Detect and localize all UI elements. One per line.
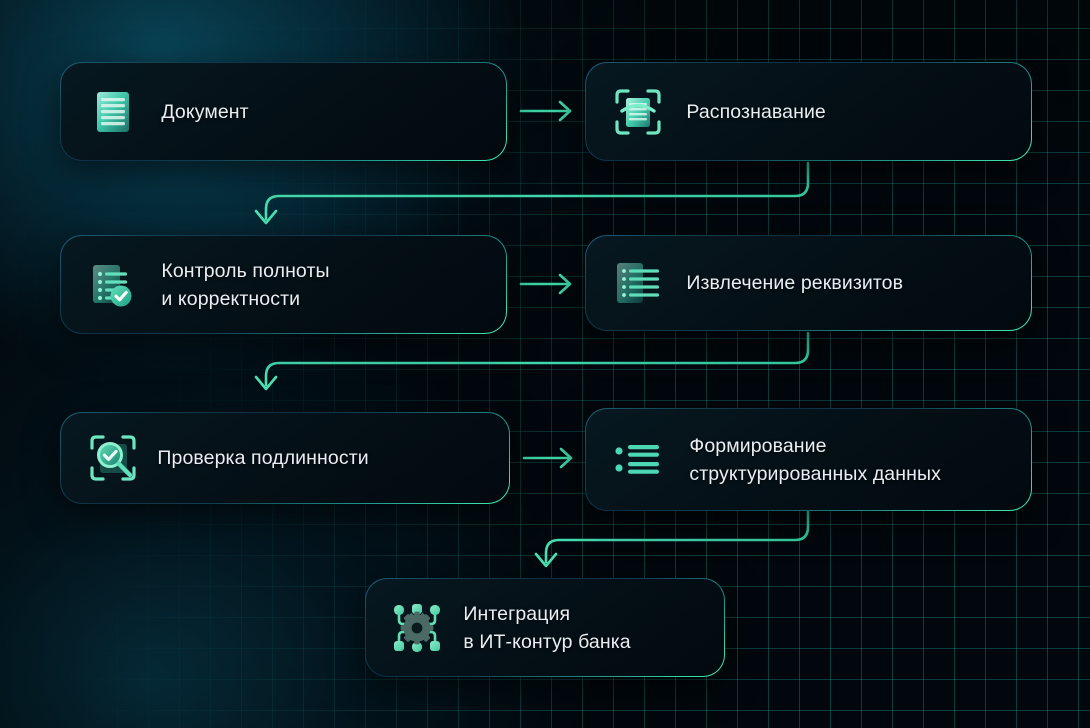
magnifier-check-scan-icon [87,432,139,484]
bullet-list-icon [615,434,661,486]
step-card-attribute-extraction[interactable]: Извлечение реквизитов [585,235,1032,331]
step-card-integration[interactable]: Интеграция в ИТ-контур банка [365,578,725,677]
document-icon [87,86,139,138]
step-label-document: Документ [161,100,249,123]
step-label-structured-data: Формирование структурированных данных [689,434,941,485]
step-label-recognition: Распознавание [686,100,826,123]
step-label-integration: Интеграция в ИТ-контур банка [463,602,631,653]
checklist-check-icon [87,259,139,311]
step-label-attribute-extraction: Извлечение реквизитов [686,272,904,294]
document-extract-icon [612,257,664,309]
step-card-recognition[interactable]: Распознавание [585,62,1032,161]
scan-document-icon [612,86,664,138]
gear-network-icon [391,602,443,654]
step-label-completeness-control: Контроль полноты и корректности [161,259,330,310]
step-card-structured-data[interactable]: Формирование структурированных данных [585,408,1032,511]
step-card-document[interactable]: Документ [60,62,507,161]
step-label-authenticity-check: Проверка подлинности [157,447,369,469]
step-card-authenticity-check[interactable]: Проверка подлинности [60,412,510,504]
step-card-completeness-control[interactable]: Контроль полноты и корректности [60,235,507,334]
